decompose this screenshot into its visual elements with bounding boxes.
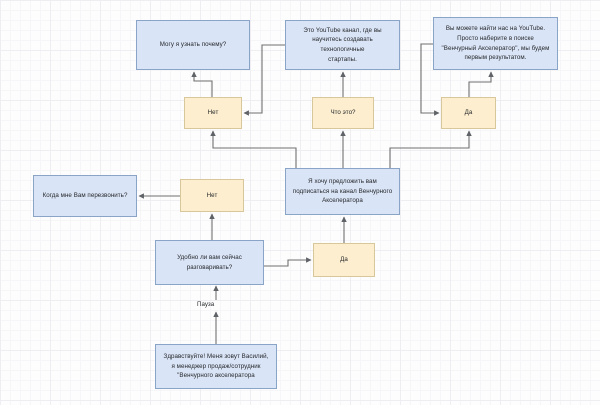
node-yes-mid[interactable]: Да (313, 243, 375, 277)
node-convenient-label: Удобно ли вам сейчас разговаривать? (177, 253, 242, 271)
node-youtube-find[interactable]: Вы можете найти нас на YouTube. Просто н… (433, 17, 558, 70)
node-no-top[interactable]: Нет (184, 97, 242, 129)
edge-offer-to-no-top (210, 130, 297, 168)
node-what-is-it-label: Что это? (330, 109, 356, 117)
node-offer[interactable]: Я хочу предложить вам подписаться на кан… (285, 168, 400, 215)
edge-no-top-to-why (191, 71, 213, 97)
edge-yes-top-to-youtube-find (468, 71, 494, 97)
edge-convenient-to-yes-mid (264, 257, 312, 267)
node-no-mid[interactable]: Нет (180, 179, 244, 212)
node-what-is-it[interactable]: Что это? (312, 97, 374, 129)
node-no-top-label: Нет (207, 109, 219, 117)
node-yes-top-label: Да (464, 109, 473, 117)
node-offer-label: Я хочу предложить вам подписаться на кан… (292, 178, 393, 205)
node-callback-label: Когда мне Вам перезвонить? (42, 192, 128, 200)
node-yes-top[interactable]: Да (441, 97, 496, 129)
node-greeting-label: Здравствуйте! Меня зовут Василий, я мене… (163, 353, 269, 380)
node-callback[interactable]: Когда мне Вам перезвонить? (33, 175, 137, 217)
node-why-label: Могу я узнать почему? (159, 41, 227, 49)
edge-label-pause: Пауза (197, 301, 215, 308)
node-youtube-find-label: Вы можете найти нас на YouTube. Просто н… (441, 25, 550, 62)
node-no-mid-label: Нет (206, 191, 218, 199)
edge-offer-to-yes-top (389, 130, 472, 168)
node-convenient[interactable]: Удобно ли вам сейчас разговаривать? (155, 240, 264, 285)
node-youtube-about[interactable]: Это YouTube канал, где вы научитесь созд… (285, 20, 400, 70)
node-youtube-about-label: Это YouTube канал, где вы научитесь созд… (303, 26, 382, 63)
edge-youtube-about-to-no-top (243, 44, 285, 116)
node-greeting[interactable]: Здравствуйте! Меня зовут Василий, я мене… (155, 344, 277, 389)
node-yes-mid-label: Да (340, 256, 348, 264)
node-why[interactable]: Могу я узнать почему? (136, 20, 250, 70)
